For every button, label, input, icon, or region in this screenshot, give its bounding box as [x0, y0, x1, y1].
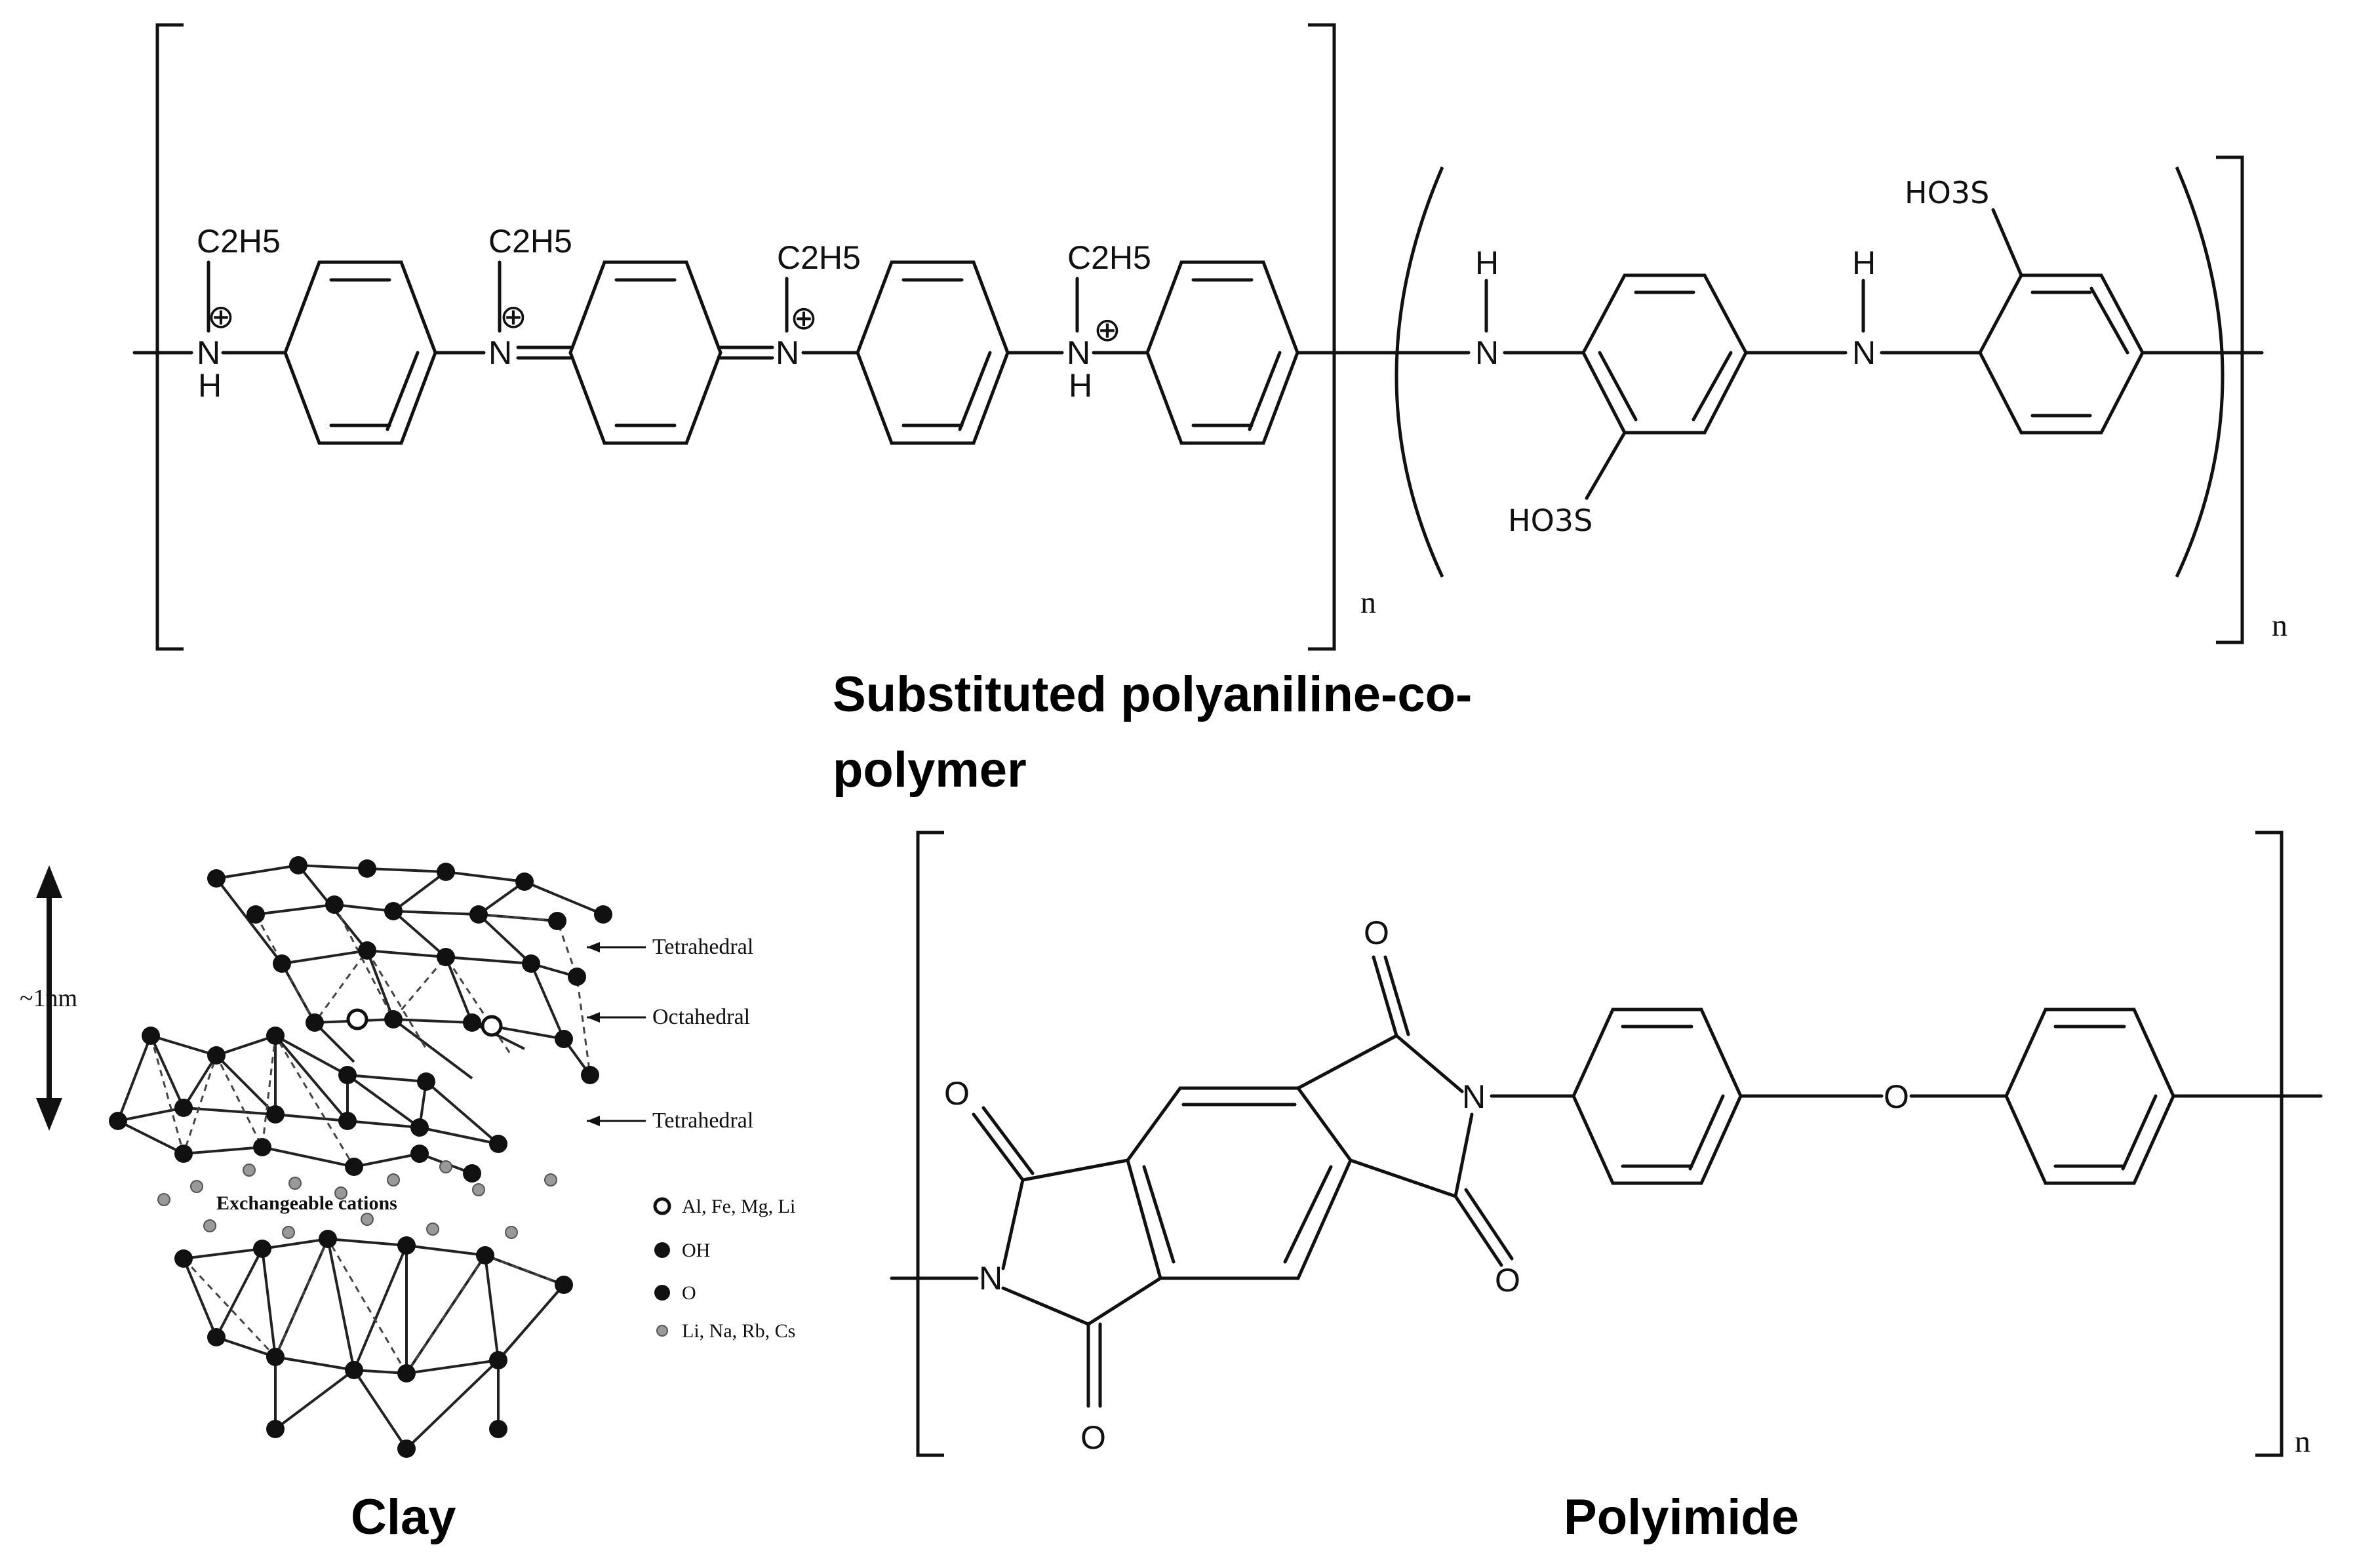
layer-label: Tetrahedral — [652, 1108, 753, 1133]
left-square-bracket — [155, 23, 184, 651]
left-square-bracket — [916, 831, 944, 1457]
grey-dot-icon — [656, 1325, 668, 1337]
ethyl-label: C2H5 — [197, 223, 281, 260]
atom-label: N — [1852, 334, 1876, 371]
atom-label: N — [1067, 334, 1090, 371]
atom-label: O — [1495, 1262, 1520, 1299]
atom-label: N — [776, 334, 799, 371]
repeat-index: n — [2272, 608, 2287, 643]
amine-group-1: N H ⊕ C2H5 — [197, 223, 281, 404]
right-parenthesis — [2175, 167, 2225, 578]
atom-label: N — [1462, 1078, 1486, 1115]
atom-label: O — [1884, 1078, 1909, 1115]
polyaniline-structure: N H ⊕ C2H5 N ⊕ C2H5 N ⊕ C2H5 N H ⊕ C2H5 … — [132, 23, 2287, 798]
charge-label: ⊕ — [207, 298, 235, 335]
imine-group-3: N ⊕ C2H5 — [776, 239, 861, 371]
lattice-lower — [182, 1234, 565, 1451]
right-square-bracket — [2255, 831, 2284, 1457]
amine-h-2: H N — [1852, 245, 1876, 371]
legend-label: Li, Na, Rb, Cs — [682, 1320, 795, 1342]
atom-label: N — [979, 1260, 1002, 1297]
ethyl-label: C2H5 — [777, 239, 861, 276]
legend-label: Al, Fe, Mg, Li — [682, 1196, 795, 1217]
layer-pointers: Tetrahedral Octahedral Tetrahedral — [587, 935, 753, 1133]
legend-label: OH — [682, 1240, 710, 1261]
atom-label: H — [198, 367, 222, 404]
polyaniline-caption-line1: Substituted polyaniline-co- — [833, 667, 1472, 722]
right-square-bracket — [1308, 23, 1336, 651]
outer-right-bracket — [2216, 155, 2244, 644]
ethyl-label: C2H5 — [1067, 239, 1151, 276]
atom-label: H — [1852, 245, 1876, 281]
amine-h-1: H N — [1475, 245, 1499, 371]
scale-label: ~1nm — [20, 985, 77, 1012]
clay-caption: Clay — [351, 1489, 456, 1545]
repeat-index: n — [2295, 1424, 2310, 1459]
charge-label: ⊕ — [790, 300, 818, 336]
atom-label: N — [1475, 334, 1499, 371]
legend-label: O — [682, 1282, 696, 1304]
atom-label: O — [1080, 1419, 1106, 1456]
left-parenthesis — [1395, 167, 1444, 578]
scale-arrow: ~1nm — [20, 865, 77, 1131]
clay-structure: ~1nm — [20, 856, 795, 1545]
repeat-index: n — [1360, 585, 1376, 620]
atom-label: H — [1069, 367, 1092, 404]
octahedral-cations — [346, 1008, 503, 1037]
filled-circle-icon — [654, 1285, 670, 1301]
amine-group-4: N H ⊕ C2H5 — [1067, 239, 1151, 404]
clay-legend: Al, Fe, Mg, Li OH O Li, Na, Rb, Cs — [653, 1196, 795, 1342]
imine-group-2: N ⊕ C2H5 — [488, 223, 572, 371]
polyimide-caption: Polyimide — [1564, 1489, 1799, 1545]
charge-label: ⊕ — [500, 298, 527, 335]
charge-label: ⊕ — [1094, 311, 1121, 348]
polyimide-structure: n N O O O O N — [890, 831, 2323, 1545]
atom-label: O — [1364, 914, 1389, 951]
interlayer-label: Exchangeable cations — [216, 1192, 397, 1214]
sulfonic-label: HO3S — [1905, 175, 1989, 210]
lattice-atoms — [109, 856, 612, 1458]
open-circle-icon — [653, 1197, 671, 1215]
ethyl-label: C2H5 — [488, 223, 572, 260]
atom-label: N — [488, 334, 512, 371]
polyaniline-caption-line2: polymer — [833, 742, 1027, 798]
exchangeable-cation-dots — [157, 1160, 557, 1239]
layer-label: Octahedral — [652, 1005, 750, 1029]
sulfonic-label: HO3S — [1508, 503, 1593, 538]
atom-label: H — [1475, 245, 1499, 281]
layer-label: Tetrahedral — [652, 935, 753, 959]
atom-label: N — [197, 334, 220, 371]
filled-circle-icon — [654, 1242, 670, 1258]
atom-label: O — [944, 1075, 970, 1112]
